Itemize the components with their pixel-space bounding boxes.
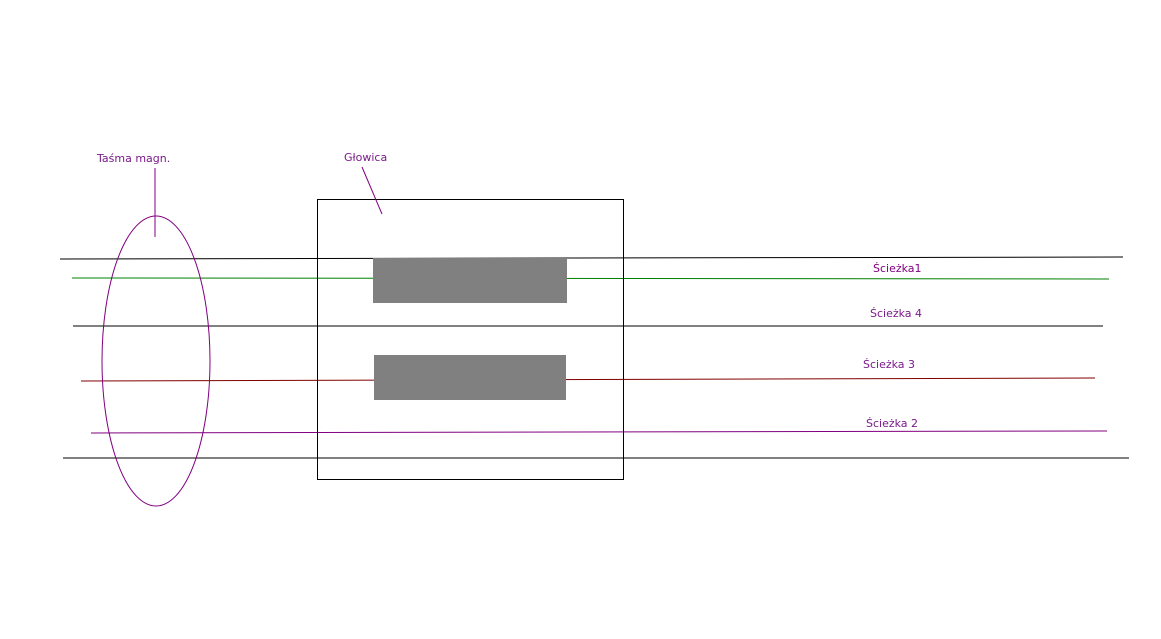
track3-line — [80, 377, 1096, 382]
track4-label: Ścieżka 4 — [870, 307, 922, 320]
head-gap-upper — [373, 258, 567, 303]
head-gap-lower — [374, 355, 566, 400]
track1-label: Ścieżka1 — [873, 262, 922, 275]
tape-cross-section-ellipse — [101, 215, 211, 507]
head-outline — [317, 199, 624, 480]
head-leader-line — [361, 166, 383, 215]
track1-line — [71, 277, 1110, 280]
tape-label: Taśma magn. — [96, 152, 170, 165]
track3-label: Ścieżka 3 — [863, 358, 915, 371]
head-label: Głowica — [344, 151, 387, 164]
tape-top-edge-line — [59, 256, 1124, 260]
track2-line — [90, 430, 1108, 434]
track2-label: Ścieżka 2 — [866, 417, 918, 430]
